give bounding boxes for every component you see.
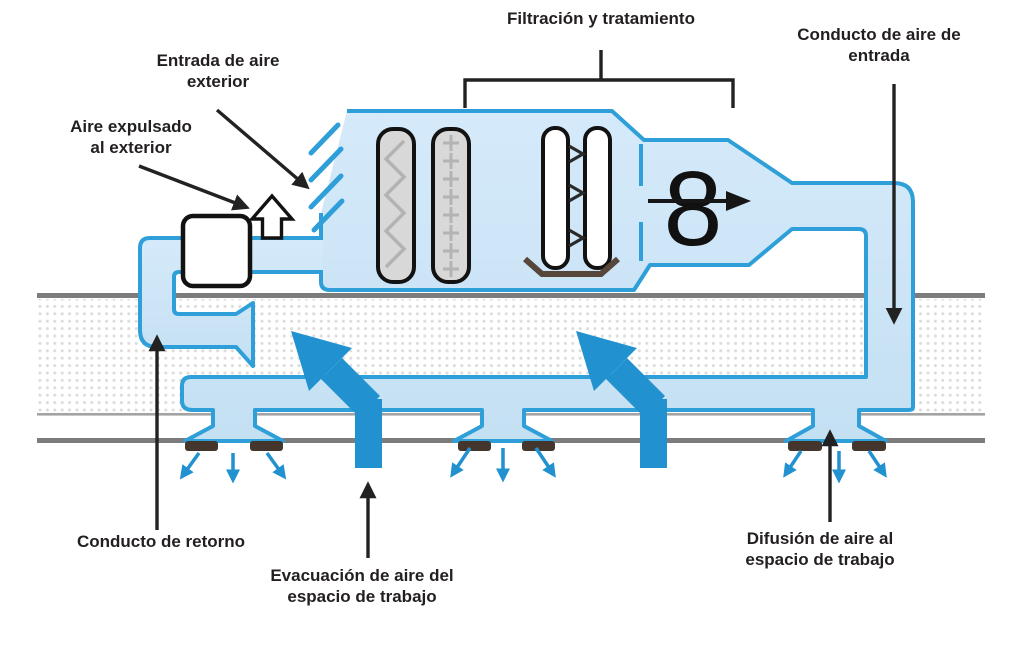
return-air-arrow-right — [576, 331, 667, 468]
filtration-bracket — [463, 50, 735, 108]
label-diffusion: Difusión de aire al espacio de trabajo — [745, 529, 895, 569]
label-outside-air: Entrada de aire exterior — [156, 51, 280, 91]
intake-louver-slats — [308, 122, 345, 233]
coil-right — [583, 126, 612, 270]
diffusion-air-arrows — [179, 447, 887, 484]
fan-symbol: 8 — [664, 150, 723, 268]
flow-chevron-icons — [568, 144, 587, 248]
outside-air-arrow — [215, 108, 310, 190]
label-evacuation: Evacuación de aire del espacio de trabaj… — [270, 566, 454, 606]
label-exhaust-air: Aire expulsado al exterior — [70, 117, 192, 157]
coil-left — [541, 126, 570, 270]
fan-direction-arrow — [648, 191, 751, 211]
label-arrows — [138, 50, 903, 558]
return-duct-outline — [138, 236, 323, 368]
supply-duct-outline — [180, 109, 915, 443]
drain-pan — [523, 256, 620, 277]
prefilter — [376, 127, 416, 284]
electrostatic-filter — [431, 127, 471, 284]
exhaust-air-arrow — [138, 164, 250, 211]
exhaust-fan-box — [180, 213, 253, 289]
roof-line — [37, 293, 985, 298]
exhaust-up-arrow-icon — [248, 193, 296, 240]
label-inlet-duct: Conducto de aire de entrada — [797, 25, 961, 65]
label-return-duct: Conducto de retorno — [76, 532, 246, 551]
diffuser-pads — [185, 441, 886, 451]
return-air-arrow-left — [291, 331, 382, 468]
label-filtration: Filtración y tratamiento — [507, 9, 695, 28]
